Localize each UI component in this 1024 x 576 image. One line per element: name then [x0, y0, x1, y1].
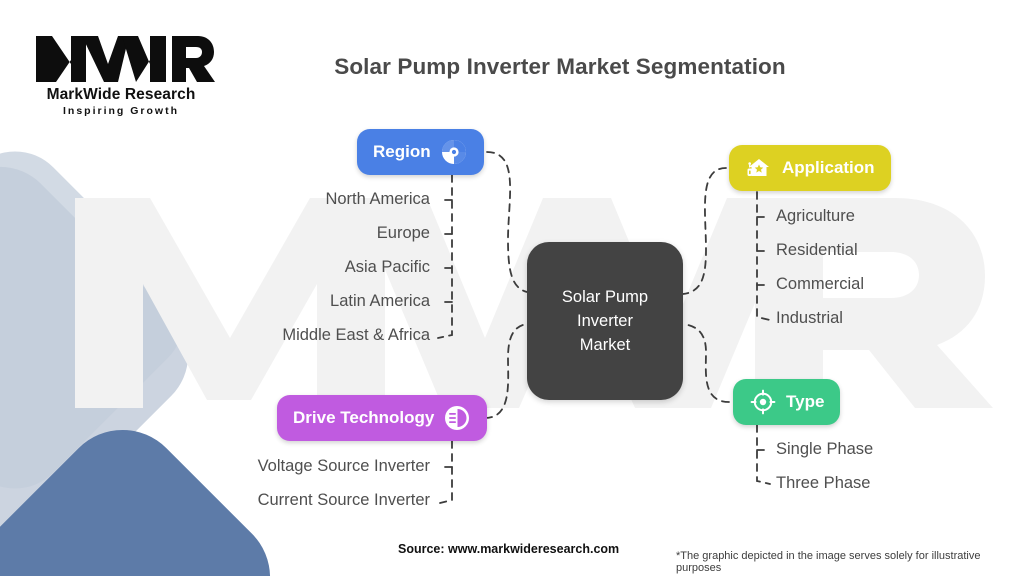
disclaimer-label: *The graphic depicted in the image serve…: [676, 550, 981, 574]
leaf-item-application-0: Agriculture: [776, 207, 855, 225]
branch-label-type: Type: [786, 392, 825, 411]
headlight-icon: [443, 404, 471, 432]
brand-logo: MarkWide Research Inspiring Growth: [26, 30, 216, 125]
leaf-item-application-1: Residential: [776, 241, 858, 259]
connector-application-to-center: [682, 167, 727, 295]
leaf-item-type-0: Single Phase: [776, 440, 874, 458]
connector-region-to-center: [486, 151, 528, 293]
leaf-item-application-2: Commercial: [776, 275, 865, 293]
connector-drive-to-center: [484, 323, 528, 419]
leaf-item-region-2: Asia Pacific: [344, 258, 430, 276]
target-icon: [749, 388, 777, 416]
leaf-item-application-3: Industrial: [776, 309, 843, 327]
center-node-label: Solar Pump Inverter Market: [561, 288, 649, 354]
connector-type-to-center: [682, 323, 730, 403]
branch-label-region: Region: [373, 142, 431, 161]
logo-company-name: MarkWide Research: [46, 86, 196, 103]
leaf-item-region-1: Europe: [376, 224, 430, 242]
branch-badge-type[interactable]: Type: [733, 379, 841, 425]
branch-label-application: Application: [782, 158, 875, 177]
leaf-item-region-3: Latin America: [330, 292, 430, 310]
connector-region-spine: [437, 174, 453, 339]
source-label: Source: www.markwideresearch.com: [398, 542, 620, 556]
leaf-item-drive-technology-0: Voltage Source Inverter: [257, 457, 430, 475]
leaf-item-type-1: Three Phase: [776, 474, 871, 492]
connector-type-spine: [756, 424, 771, 485]
leaf-item-region-4: Middle East & Africa: [282, 326, 430, 344]
home-solar-icon: [745, 154, 773, 182]
leaf-item-drive-technology-1: Current Source Inverter: [257, 491, 430, 509]
center-node: Solar Pump Inverter Market: [527, 242, 683, 400]
branch-badge-application[interactable]: Application: [729, 145, 891, 191]
branch-badge-drive-technology[interactable]: Drive Technology: [277, 395, 488, 441]
connector-drive-spine: [439, 440, 453, 504]
leaf-item-region-0: North America: [325, 190, 430, 208]
branch-badge-region[interactable]: Region: [357, 129, 484, 175]
branch-label-drive-technology: Drive Technology: [293, 408, 435, 427]
logo-mark-mwr-icon: [36, 36, 215, 82]
page-title: Solar Pump Inverter Market Segmentation: [334, 54, 786, 79]
connector-application-spine: [756, 191, 771, 321]
logo-tagline: Inspiring Growth: [63, 105, 179, 117]
globe-icon: [440, 138, 468, 166]
deco-rounded-square-light-back: [0, 129, 206, 511]
